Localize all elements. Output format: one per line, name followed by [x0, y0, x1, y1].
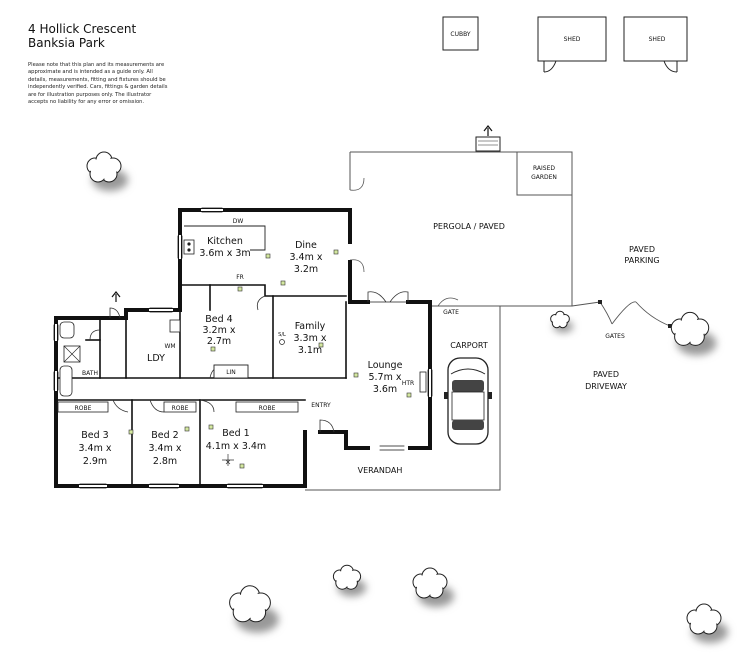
bed3-size-1: 3.4m x: [78, 443, 111, 454]
family-name: Family: [295, 321, 326, 332]
shed-2: SHED: [623, 16, 688, 73]
lounge-fixtures: HTR S/L: [222, 332, 427, 466]
bed1-name: Bed 1: [222, 428, 249, 439]
paved-parking-label-1: PAVED: [629, 245, 655, 254]
address-line-2: Banksia Park: [28, 36, 105, 50]
gates: GATES: [571, 300, 672, 340]
shed-2-label: SHED: [649, 36, 666, 43]
robe-2-label: ROBE: [172, 405, 189, 412]
lounge-size-1: 5.7m x: [368, 372, 401, 383]
fr-label: FR: [236, 274, 244, 281]
bathroom-fixtures: BATH: [59, 321, 98, 397]
cubby: CUBBY: [442, 16, 479, 51]
pergola-label: PERGOLA / PAVED: [433, 222, 505, 231]
lin-label: LIN: [226, 369, 236, 376]
bath-label: BATH: [82, 370, 98, 377]
paved-driveway-label-1: PAVED: [593, 370, 619, 379]
bed2-size-2: 2.8m: [153, 456, 177, 467]
bed3-size-2: 2.9m: [83, 456, 107, 467]
kitchen-name: Kitchen: [207, 236, 243, 247]
kitchen-size: 3.6m x 3m: [199, 248, 250, 259]
gates-label: GATES: [605, 333, 625, 340]
raised-garden: [516, 151, 573, 196]
car-illustration: [444, 357, 492, 445]
cooktop-icon: [183, 239, 195, 255]
verandah-label: VERANDAH: [358, 466, 403, 475]
shrub-icon: [686, 603, 728, 643]
light-points: [128, 249, 412, 469]
disclaimer-text: Please note that this plan and its measu…: [28, 62, 168, 106]
lounge-size-2: 3.6m: [373, 384, 397, 395]
toilet-icon: [59, 321, 75, 339]
door-swings: [89, 291, 409, 433]
wm-label: WM: [164, 343, 175, 350]
bed2-name: Bed 2: [151, 430, 178, 441]
dine-size-1: 3.4m x: [289, 252, 322, 263]
carport-area: GATE CARPORT: [305, 297, 501, 491]
ldy-name: LDY: [147, 353, 165, 364]
robe-1-label: ROBE: [259, 405, 276, 412]
shrub-icon: [550, 310, 574, 333]
pergola-paved-area: RAISED GARDEN PERGOLA / PAVED: [349, 125, 573, 307]
laundry-fixtures: WM LIN: [164, 319, 249, 379]
ceiling-fan-icon: [222, 454, 234, 466]
bed1-size: 4.1m x 3.4m: [206, 441, 266, 452]
carport-label: CARPORT: [450, 341, 488, 350]
htr-label: HTR: [402, 380, 414, 387]
robes: ROBE ROBE ROBE: [57, 401, 299, 413]
dw-label: DW: [233, 218, 244, 225]
raised-garden-label-1: RAISED: [533, 165, 555, 172]
cubby-label: CUBBY: [450, 31, 470, 38]
bath-icon: [59, 365, 73, 397]
shrub-icon: [332, 564, 367, 597]
garden-shrubs: [86, 151, 728, 643]
bed2-size-1: 3.4m x: [148, 443, 181, 454]
family-size-2: 3.1m: [298, 345, 322, 356]
robe-3-label: ROBE: [75, 405, 92, 412]
shed-1-label: SHED: [564, 36, 581, 43]
family-size-1: 3.3m x: [293, 333, 326, 344]
dine-name: Dine: [295, 240, 317, 251]
bed4-name: Bed 4: [205, 314, 232, 325]
lounge-name: Lounge: [368, 360, 403, 371]
paved-driveway-label-2: DRIVEWAY: [585, 382, 627, 391]
bed3-name: Bed 3: [81, 430, 108, 441]
paved-parking-label-2: PARKING: [624, 256, 659, 265]
skylight-icon: [279, 339, 285, 345]
shrub-icon: [412, 567, 454, 607]
kitchen-fixtures: DW FR: [183, 218, 266, 281]
raised-garden-label-2: GARDEN: [531, 174, 557, 181]
shrub-icon: [670, 311, 717, 356]
room-labels: Kitchen 3.6m x 3m Dine 3.4m x 3.2m Bed 4…: [78, 236, 402, 475]
sl-label: S/L: [278, 332, 286, 338]
address-line-1: 4 Hollick Crescent: [28, 22, 137, 36]
heater-icon: [419, 371, 427, 393]
shed-1: SHED: [537, 16, 607, 73]
dine-size-2: 3.2m: [294, 264, 318, 275]
bed4-size-1: 3.2m x: [202, 325, 235, 336]
gate-label: GATE: [443, 309, 459, 316]
shrub-icon: [86, 151, 128, 191]
bed4-size-2: 2.7m: [207, 336, 231, 347]
entry-label: ENTRY: [311, 402, 331, 409]
shrub-icon: [229, 585, 279, 633]
